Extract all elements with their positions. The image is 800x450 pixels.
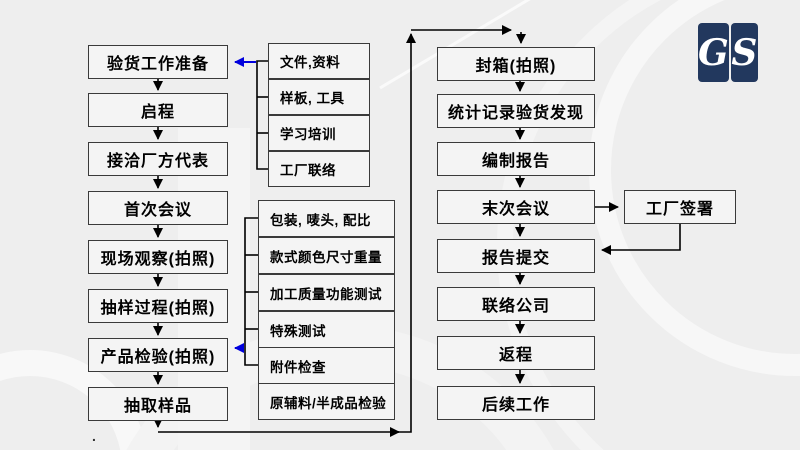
step-box-take-samples: 抽取样品 bbox=[88, 387, 228, 421]
item-box-quality-function: 加工质量功能测试 bbox=[258, 274, 395, 311]
step-box-first-meeting: 首次会议 bbox=[88, 191, 228, 225]
loop-connector bbox=[153, 25, 526, 437]
step-box-submit-report: 报告提交 bbox=[437, 239, 595, 273]
item-box-packing-marks: 包装, 唛头, 配比 bbox=[258, 200, 395, 237]
step-box-final-meeting: 末次会议 bbox=[437, 190, 595, 224]
watermark-circle bbox=[0, 350, 147, 450]
footnote-dot: . bbox=[92, 428, 96, 444]
inspection-bracket bbox=[244, 217, 258, 366]
prep-box-samples-tools: 样板, 工具 bbox=[268, 79, 370, 115]
step-box-contact-company: 联络公司 bbox=[437, 287, 595, 321]
step-box-product-inspection: 产品检验(拍照) bbox=[88, 338, 228, 372]
blue-link-arrows bbox=[234, 57, 256, 353]
step-box-compile-report: 编制报告 bbox=[437, 142, 595, 176]
step-box-sampling-process: 抽样过程(拍照) bbox=[88, 289, 228, 323]
logo-letter-s: S bbox=[730, 23, 758, 82]
logo-letter-g: G bbox=[698, 23, 729, 82]
step-box-return-trip: 返程 bbox=[437, 336, 595, 370]
company-logo: G S bbox=[698, 23, 758, 82]
step-box-meet-factory-rep: 接洽厂方代表 bbox=[88, 142, 228, 176]
prep-bracket bbox=[256, 60, 268, 170]
watermark-circle bbox=[589, 0, 800, 376]
step-box-seal-carton: 封箱(拍照) bbox=[437, 47, 595, 81]
step-box-record-findings: 统计记录验货发现 bbox=[437, 94, 595, 128]
item-box-style-color-size: 款式颜色尺寸重量 bbox=[258, 237, 395, 274]
step-box-departure: 启程 bbox=[88, 93, 228, 127]
step-box-site-observation: 现场观察(拍照) bbox=[88, 240, 228, 274]
signoff-connector bbox=[595, 202, 681, 255]
item-box-raw-materials: 原辅料/半成品检验 bbox=[258, 383, 395, 420]
item-box-accessory-check: 附件检查 bbox=[258, 347, 395, 384]
prep-box-training: 学习培训 bbox=[268, 115, 370, 151]
prep-box-documents: 文件,资料 bbox=[268, 43, 370, 79]
item-box-special-tests: 特殊测试 bbox=[258, 311, 395, 348]
step-box-factory-signoff: 工厂签署 bbox=[624, 190, 736, 224]
prep-box-factory-contact: 工厂联络 bbox=[268, 151, 370, 187]
step-box-follow-up: 后续工作 bbox=[437, 386, 595, 420]
step-box-inspection-prep: 验货工作准备 bbox=[88, 45, 228, 79]
watermark-diagonal-line bbox=[379, 0, 531, 90]
